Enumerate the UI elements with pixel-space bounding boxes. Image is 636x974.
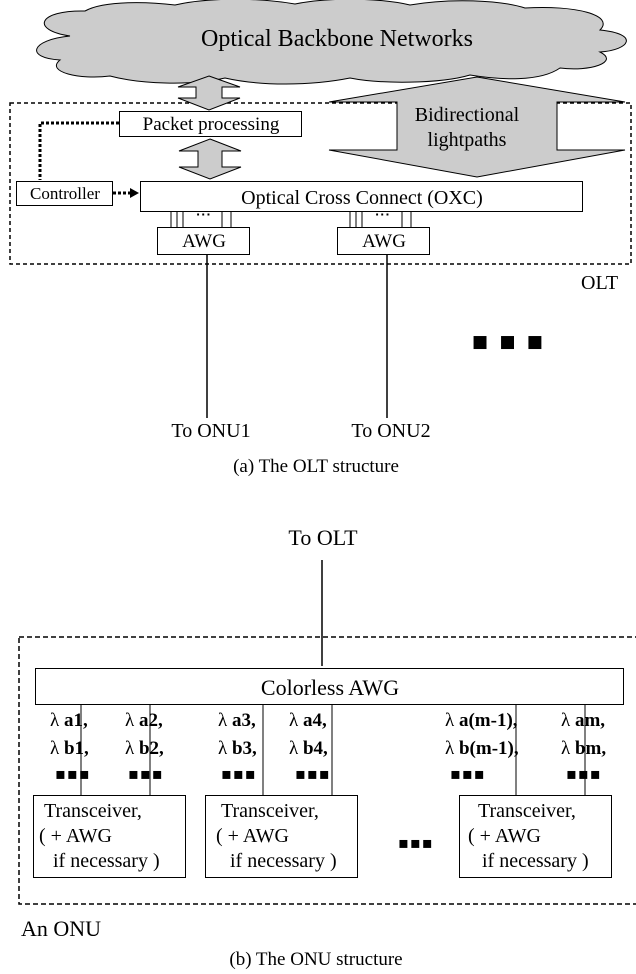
olt-boundary — [9, 102, 632, 265]
awg-label-1: AWG — [182, 231, 226, 252]
awg1-port-dots: ··· — [196, 208, 212, 221]
transceiver-line2: ( + AWG — [39, 825, 112, 847]
transceiver-line3: if necessary ) — [53, 850, 160, 872]
wavelength-lines — [80, 705, 586, 795]
controller-arrowhead — [130, 188, 139, 198]
more-onus-indicator: ■ ■ ■ — [472, 332, 546, 352]
wavelength-label-b1: λ b1, — [50, 738, 89, 759]
wavelength-label-am1: λ a(m-1), — [445, 710, 518, 731]
awg-label-2: AWG — [362, 231, 406, 252]
wavelength-ellipsis-2: ▪▪▪ — [128, 764, 164, 783]
backbone-label: Optical Backbone Networks — [201, 26, 473, 52]
packet-processing-label: Packet processing — [142, 114, 280, 135]
backbone-cloud — [36, 0, 627, 85]
oxc-label: Optical Cross Connect (OXC) — [241, 187, 483, 209]
to-onu1-label: To ONU1 — [171, 420, 251, 442]
wavelength-label-b2: λ b2, — [125, 738, 164, 759]
transceiver-line3: if necessary ) — [230, 850, 337, 872]
wavelength-label-a2: λ a2, — [125, 710, 163, 731]
more-transceivers-indicator: ▪▪▪ — [398, 833, 434, 852]
transceiver-box-3: Transceiver, ( + AWG if necessary ) — [459, 795, 612, 878]
wavelength-ellipsis-5: ▪▪▪ — [450, 764, 486, 783]
onu-boundary — [18, 636, 636, 905]
transceiver-line1: Transceiver, — [221, 800, 319, 822]
controller-signal-lines — [38, 121, 131, 195]
transceiver-line1: Transceiver, — [44, 800, 142, 822]
olt-label: OLT — [581, 272, 619, 294]
controller-label: Controller — [30, 184, 100, 203]
transceiver-box-2: Transceiver, ( + AWG if necessary ) — [205, 795, 358, 878]
backbone-to-packet-arrow — [177, 75, 241, 111]
wavelength-ellipsis-4: ▪▪▪ — [295, 764, 331, 783]
packet-processing-box: Packet processing — [119, 111, 302, 137]
awg-box-1: AWG — [157, 227, 250, 255]
to-olt-label: To OLT — [288, 525, 358, 550]
awg-port-lines — [170, 212, 412, 227]
controller-box: Controller — [16, 181, 113, 206]
wavelength-label-am: λ am, — [561, 710, 606, 731]
wavelength-label-a1: λ a1, — [50, 710, 88, 731]
oxc-box: Optical Cross Connect (OXC) — [140, 181, 583, 212]
wavelength-label-a3: λ a3, — [218, 710, 256, 731]
wavelength-ellipsis-1: ▪▪▪ — [55, 764, 91, 783]
transceiver-box-1: Transceiver, ( + AWG if necessary ) — [33, 795, 186, 878]
wavelength-ellipsis-3: ▪▪▪ — [221, 764, 257, 783]
to-onu2-label: To ONU2 — [351, 420, 431, 442]
transceiver-line2: ( + AWG — [468, 825, 541, 847]
wavelength-label-b3: λ b3, — [218, 738, 257, 759]
packet-to-oxc-arrow — [178, 138, 242, 180]
transceiver-line3: if necessary ) — [482, 850, 589, 872]
onu-caption: (b) The ONU structure — [229, 949, 403, 970]
wavelength-label-b4: λ b4, — [289, 738, 328, 759]
transceiver-line1: Transceiver, — [478, 800, 576, 822]
bidirectional-label-line1: Bidirectional — [414, 104, 520, 126]
transceiver-line2: ( + AWG — [216, 825, 289, 847]
colorless-awg-label: Colorless AWG — [260, 675, 400, 700]
awg2-port-dots: ··· — [375, 208, 391, 221]
wavelength-label-a4: λ a4, — [289, 710, 327, 731]
bidirectional-lightpath-arrow — [328, 76, 626, 178]
colorless-awg-box: Colorless AWG — [35, 668, 624, 705]
wavelength-ellipsis-6: ▪▪▪ — [566, 764, 602, 783]
wavelength-label-bm1: λ b(m-1), — [445, 738, 519, 759]
wavelength-label-bm: λ bm, — [561, 738, 607, 759]
bidirectional-label-line2: lightpaths — [427, 129, 507, 151]
awg-box-2: AWG — [337, 227, 430, 255]
onu-label: An ONU — [21, 916, 102, 941]
olt-caption: (a) The OLT structure — [233, 456, 399, 477]
